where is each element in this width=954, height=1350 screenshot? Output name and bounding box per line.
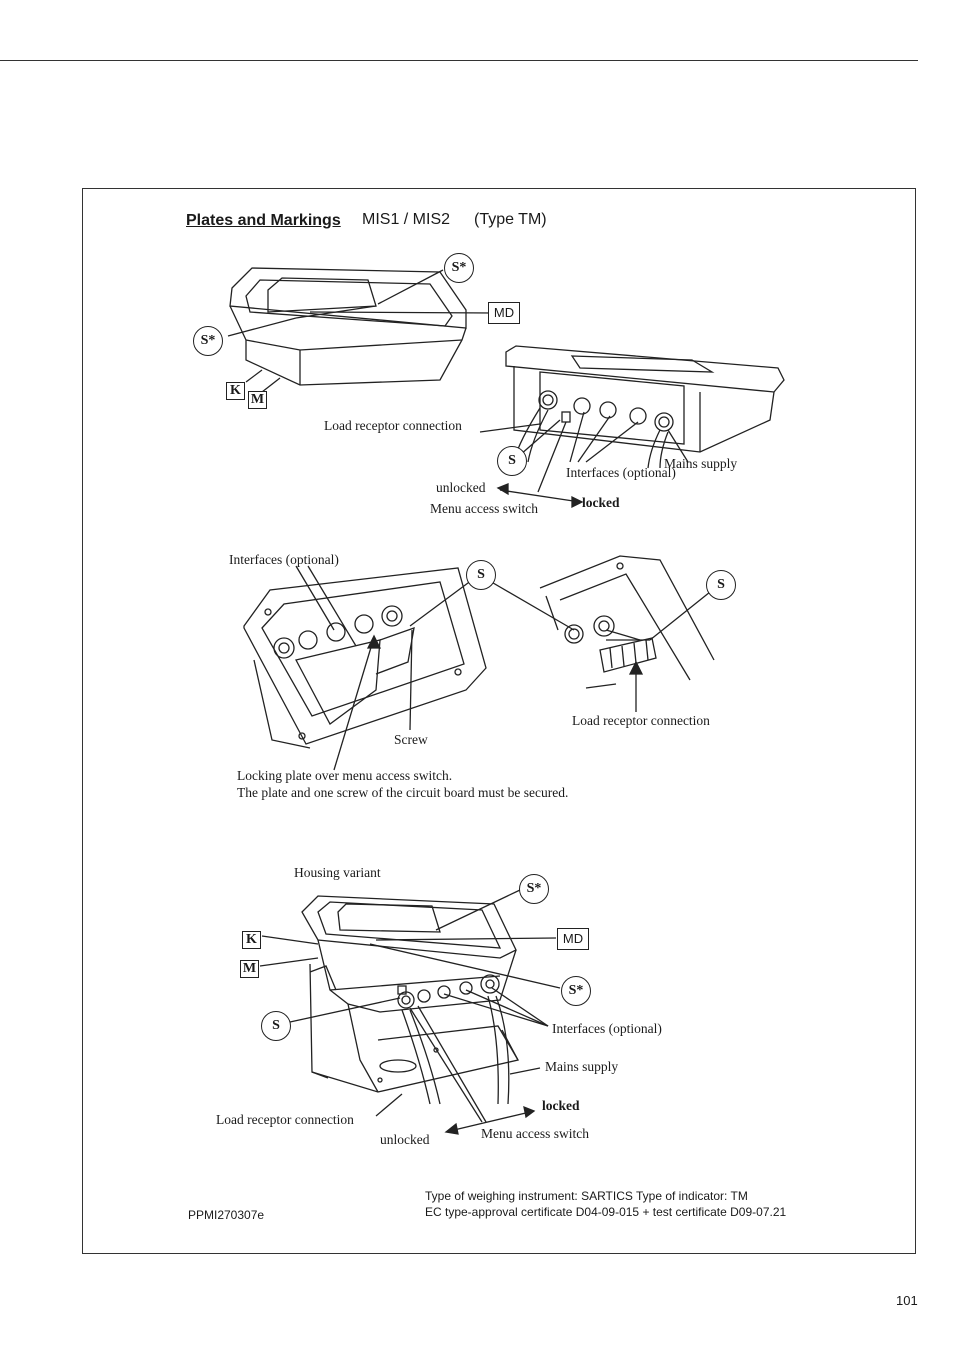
leaders-5 — [259, 889, 561, 1135]
marker-s: S — [497, 446, 527, 476]
marker-k: K — [226, 382, 245, 400]
marker-k: K — [242, 931, 261, 949]
label-locked: locked — [542, 1098, 580, 1113]
page-title: Plates and Markings — [186, 212, 341, 229]
label-interfaces-optional: Interfaces (optional) — [552, 1021, 662, 1036]
housing-rear-view — [505, 345, 785, 469]
label-load-receptor-connection: Load receptor connection — [572, 713, 710, 728]
label-interfaces-optional: Interfaces (optional) — [566, 465, 676, 480]
marker-md: MD — [557, 928, 589, 950]
model-label: MIS1 / MIS2 — [362, 211, 451, 228]
label-housing-variant: Housing variant — [294, 865, 381, 880]
marker-md: MD — [488, 302, 520, 324]
marker-s-star: S* — [519, 874, 549, 904]
open-housing-view — [243, 567, 487, 749]
housing-variant-view — [301, 895, 519, 1105]
label-mains-supply: Mains supply — [664, 456, 738, 471]
type-label: (Type TM) — [474, 211, 547, 228]
label-interfaces-optional: Interfaces (optional) — [229, 552, 339, 567]
marker-s: S — [706, 570, 736, 600]
label-load-receptor-connection: Load receptor connection — [216, 1112, 354, 1127]
label-unlocked: unlocked — [436, 480, 486, 495]
marker-s: S — [261, 1011, 291, 1041]
leaders-2 — [479, 411, 689, 509]
connector-closeup-view — [539, 555, 715, 689]
top-rule — [0, 60, 918, 61]
marker-s: S — [466, 560, 496, 590]
leaders-4 — [487, 579, 711, 712]
leaders-3 — [295, 565, 473, 771]
document-code: PPMI270307e — [188, 1208, 265, 1222]
label-locked: locked — [582, 495, 620, 510]
marker-s-star: S* — [193, 326, 223, 356]
label-mains-supply: Mains supply — [545, 1059, 619, 1074]
label-menu-access-switch: Menu access switch — [430, 501, 538, 516]
label-load-receptor-connection: Load receptor connection — [324, 418, 462, 433]
label-menu-access-switch: Menu access switch — [481, 1126, 589, 1141]
page-number: 101 — [896, 1293, 918, 1308]
certificate-info: EC type-approval certificate D04-09-015 … — [425, 1205, 787, 1219]
instrument-type: Type of weighing instrument: SARTICS Typ… — [425, 1189, 748, 1203]
label-locking-plate: Locking plate over menu access switch. — [237, 768, 453, 783]
label-unlocked: unlocked — [380, 1132, 430, 1147]
label-locking-plate-note: The plate and one screw of the circuit b… — [237, 785, 569, 800]
marker-m: M — [240, 960, 259, 978]
marker-s-star: S* — [444, 253, 474, 283]
marker-s-star: S* — [561, 976, 591, 1006]
marker-m: M — [248, 391, 267, 409]
leaders-1 — [227, 269, 495, 393]
label-screw: Screw — [394, 732, 428, 747]
figure-frame — [82, 188, 916, 1254]
housing-front-view — [229, 267, 467, 386]
